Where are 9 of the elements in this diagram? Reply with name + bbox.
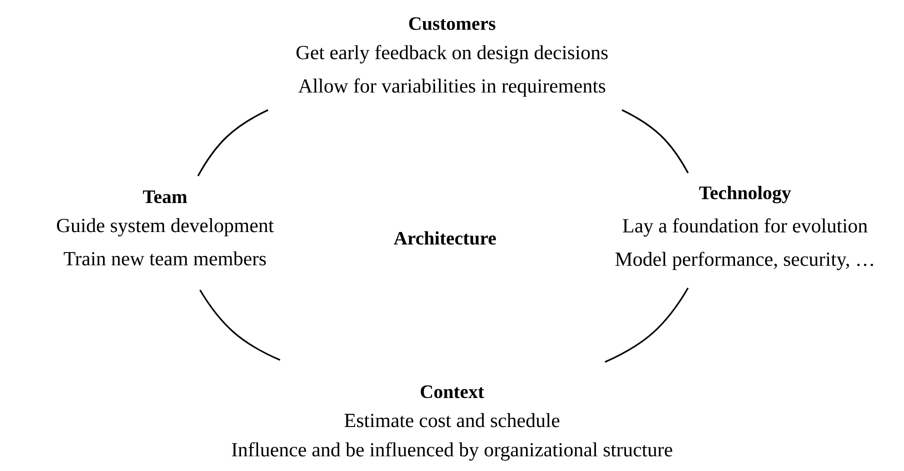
stakeholder-text: Context Estimate cost and schedule Influence and be influenced by organizational structure <box>232 385 672 461</box>
arc-line <box>197 109 268 176</box>
center-label: Architecture <box>394 231 496 245</box>
arc-line <box>604 288 689 363</box>
stakeholder-text: Technology Lay a foundation for evolution Model performance, security, … <box>615 186 874 270</box>
arc-line <box>622 109 689 174</box>
stakeholder-text: Customers Get early feedback on design decisions Allow for variabilities in requirements <box>296 17 608 97</box>
stakeholder-text: Team Guide system development Train new team members <box>56 190 274 266</box>
arc-line <box>199 290 280 361</box>
